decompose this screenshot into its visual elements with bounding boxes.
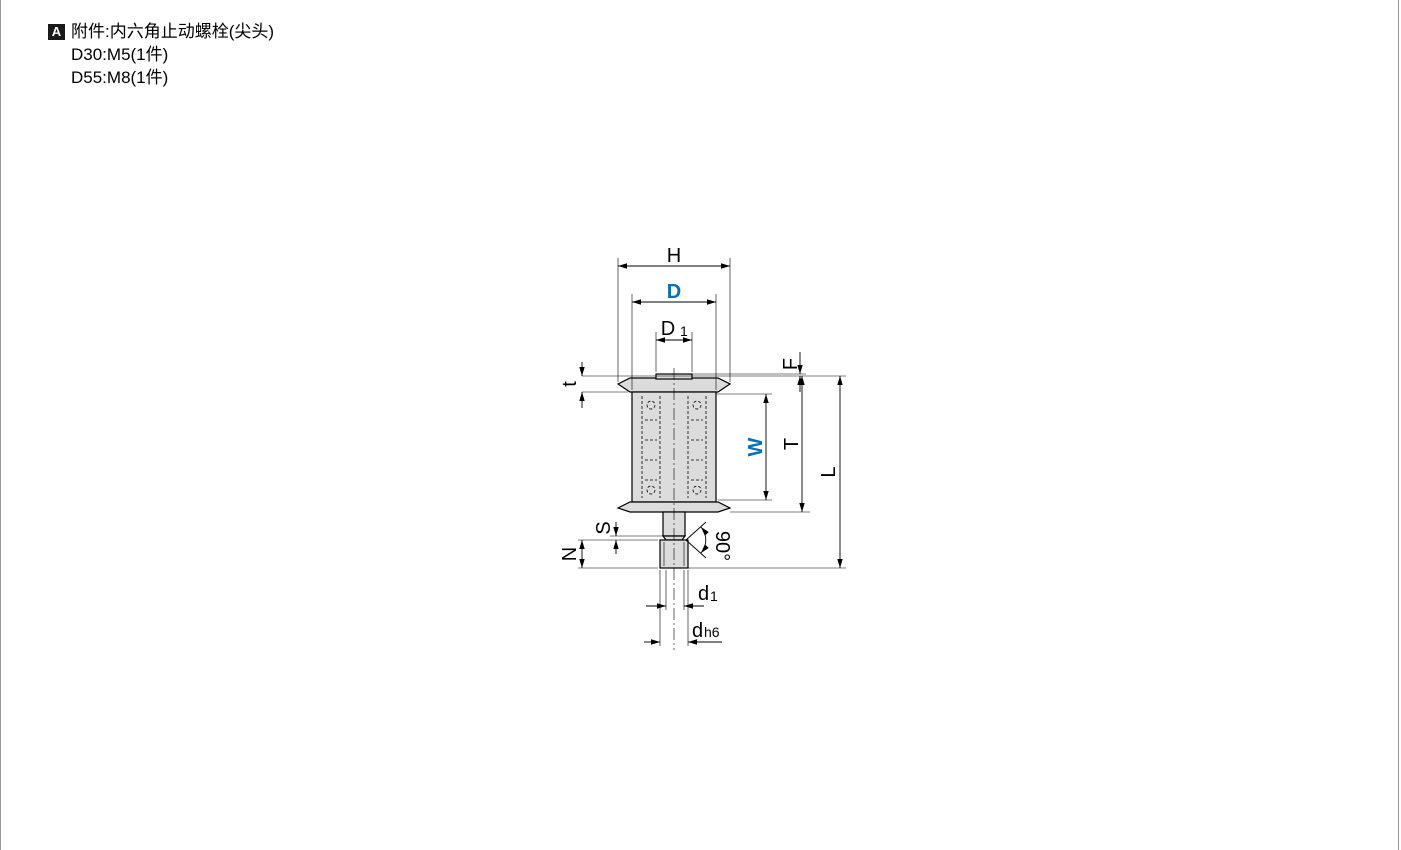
label-d1-sub: 1 — [710, 588, 718, 604]
accessory-line-d30: D30:M5(1件) — [71, 45, 169, 64]
angle-leg-lower — [685, 539, 707, 559]
label-dh6-sub: h6 — [704, 624, 720, 640]
hidden-lines — [641, 396, 707, 498]
thread-lines — [663, 542, 685, 566]
label-H: H — [667, 245, 681, 267]
label-S: S — [593, 521, 615, 534]
notes-block: A 附件:内六角止动螺栓(尖头) D30:M5(1件) D55:M8(1件) — [48, 20, 274, 89]
accessory-title-row: A 附件:内六角止动螺栓(尖头) — [48, 20, 274, 43]
label-D: D — [667, 281, 681, 303]
label-angle-90: 90° — [711, 531, 733, 561]
label-W: W — [745, 437, 767, 456]
label-D1-sub: 1 — [680, 323, 688, 339]
angle-arc — [700, 526, 709, 554]
accessory-title: 附件:内六角止动螺栓(尖头) — [71, 22, 275, 41]
accessory-badge: A — [48, 24, 65, 40]
label-T: T — [781, 438, 803, 450]
extension-lines — [578, 258, 846, 646]
label-N: N — [559, 547, 581, 561]
label-d1: d — [698, 583, 709, 605]
angle-leg-upper — [685, 521, 707, 541]
label-D1: D — [661, 318, 675, 340]
bottom-flange — [616, 501, 732, 513]
label-t: t — [559, 381, 581, 387]
label-L: L — [818, 466, 840, 477]
accessory-line-d55: D55:M8(1件) — [71, 68, 169, 87]
label-F: F — [780, 358, 802, 370]
label-dh6: d — [692, 620, 703, 642]
dimension-lines — [579, 263, 843, 645]
